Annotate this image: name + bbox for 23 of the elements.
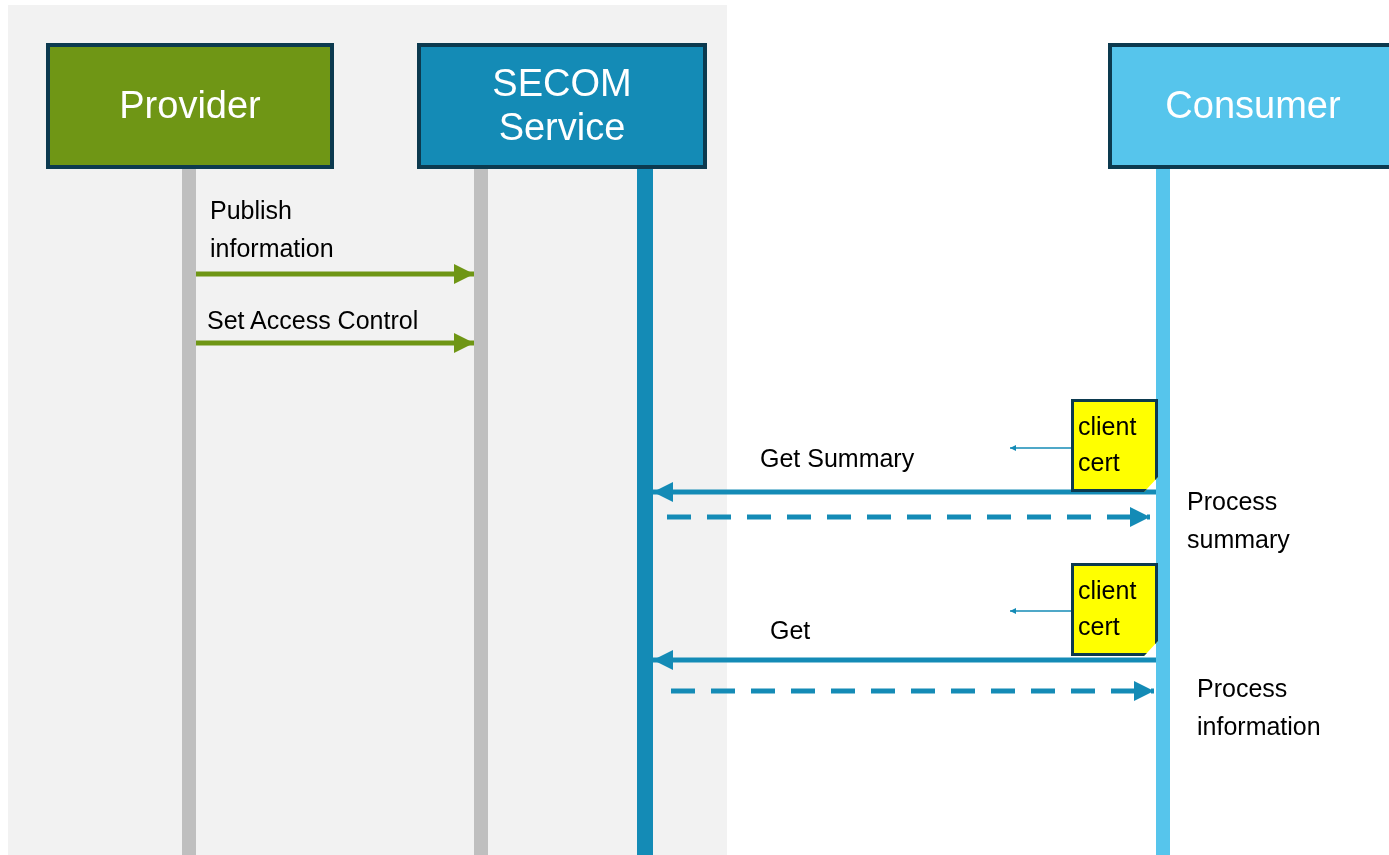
note-text: Process summary [1187,486,1291,555]
participant-box: Consumer [1108,43,1389,169]
participant-box: SECOM Service [417,43,707,169]
lifeline [637,169,653,855]
arrow [667,507,1150,527]
arrow [671,681,1154,701]
note: client cert [1071,399,1158,492]
arrow [1009,445,1072,451]
participant-box: Provider [46,43,334,169]
arrow [653,482,1156,502]
arrow [653,650,1156,670]
lifeline [474,169,488,855]
arrow [1009,608,1072,614]
note-text: Process information [1197,673,1322,742]
arrow [196,333,474,353]
edge-label: Get Summary [760,443,915,474]
edge-label: Set Access Control [207,305,419,336]
edge-label: Get [770,615,811,646]
arrow [196,264,474,284]
lifeline [182,169,196,855]
edge-label: Publish information [210,195,335,264]
note: client cert [1071,563,1158,656]
lifeline [1156,169,1170,855]
